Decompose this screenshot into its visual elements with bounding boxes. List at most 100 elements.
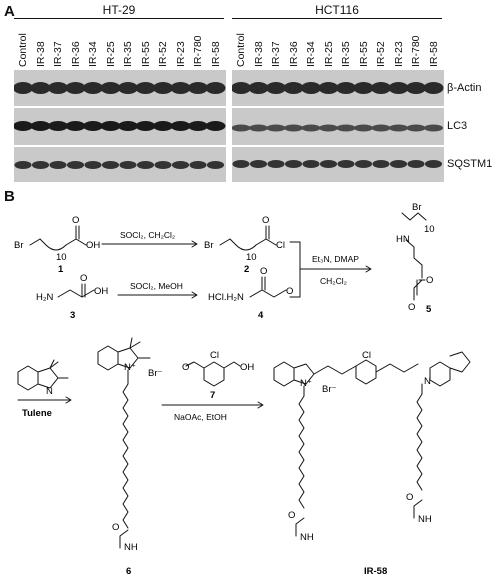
lane-label: IR-25 xyxy=(104,41,117,67)
blot-band xyxy=(135,82,156,94)
blot-band xyxy=(188,121,208,131)
atom-o-5b: O xyxy=(408,302,415,313)
row-label-sqstm1: SQSTM1 xyxy=(447,158,493,170)
atom-oh-3: OH xyxy=(94,286,108,297)
atom-nh-ir58-right: NH xyxy=(418,514,432,525)
lane-label: IR-23 xyxy=(174,41,187,67)
compound-label-3: 3 xyxy=(70,310,75,321)
panel-a-label: A xyxy=(4,3,15,20)
atom-o-ir58-left: O xyxy=(288,510,295,521)
subscript-10-2: 10 xyxy=(246,252,257,263)
reagent-3a: Et₃N, DMAP xyxy=(312,254,359,264)
blot-hct116-sqstm1 xyxy=(232,147,444,182)
blot-band xyxy=(353,82,374,94)
blot-band xyxy=(48,82,68,94)
lane-label: IR-58 xyxy=(427,41,440,67)
blot-band xyxy=(301,124,321,132)
group-line-hct116 xyxy=(232,18,442,19)
blot-band xyxy=(83,82,103,94)
lane-label: IR-25 xyxy=(322,41,335,67)
blot-band xyxy=(136,161,155,169)
blot-band xyxy=(188,82,208,94)
blot-hct116-lc3 xyxy=(231,108,444,145)
synthesis-scheme: Br 10 O OH 1 SOCl₂, CH₂Cl₂ Br 10 O Cl 2 … xyxy=(14,202,471,577)
group-line-ht29 xyxy=(14,18,224,19)
compound-label-4: 4 xyxy=(258,310,264,321)
blot-band xyxy=(119,161,137,169)
blot-band xyxy=(153,82,173,94)
blot-band xyxy=(406,82,426,94)
blot-band xyxy=(83,121,103,131)
blot-band xyxy=(118,82,138,94)
reagent-2: SOCl₂, MeOH xyxy=(130,281,183,291)
lane-label: IR-36 xyxy=(69,41,82,67)
blot-band xyxy=(205,82,226,94)
blot-band xyxy=(135,121,156,131)
blot-band xyxy=(100,82,121,94)
atom-cl-ir58: Cl xyxy=(362,350,371,361)
lane-label: IR-38 xyxy=(252,41,265,67)
atom-o-4b: O xyxy=(286,286,293,297)
blot-ht29-sqstm1 xyxy=(14,147,226,182)
atom-br-1: Br xyxy=(14,240,24,251)
blot-band xyxy=(13,121,33,131)
atom-n-6: N⁺ xyxy=(124,362,136,373)
row-label-actin: β-Actin xyxy=(447,82,482,94)
atom-cl-7: Cl xyxy=(210,350,219,361)
blot-band xyxy=(231,82,251,94)
blot-band xyxy=(424,124,443,132)
atom-br-5: Br xyxy=(412,202,422,213)
lane-label: IR-55 xyxy=(357,41,370,67)
blot-band xyxy=(337,160,355,168)
blot-band xyxy=(336,124,356,132)
blot-band xyxy=(14,161,32,169)
blot-band xyxy=(284,160,303,168)
atom-oh-7: OH xyxy=(240,362,254,373)
blot-band xyxy=(388,82,409,94)
atom-o-4: O xyxy=(260,266,267,277)
blot-ht29-lc3 xyxy=(13,108,226,145)
lane-label: IR-58 xyxy=(209,41,222,67)
blot-band xyxy=(13,82,33,94)
blot-band xyxy=(154,161,172,169)
atom-o-ir58-right: O xyxy=(406,492,413,503)
lane-label: IR-23 xyxy=(392,41,405,67)
lane-label: IR-52 xyxy=(375,41,387,67)
blot-band xyxy=(371,124,391,132)
blot-band xyxy=(406,124,426,132)
blot-band xyxy=(336,82,356,94)
group-title-hct116: HCT116 xyxy=(315,3,359,17)
blot-band xyxy=(249,160,268,168)
blot-band xyxy=(153,121,173,131)
blot-band xyxy=(354,124,373,132)
blot-band xyxy=(249,124,268,132)
blot-band xyxy=(371,82,391,94)
blot-band xyxy=(84,161,102,169)
blot-band xyxy=(118,121,138,131)
atom-nh-6: NH xyxy=(124,542,138,553)
blot-band xyxy=(101,161,120,169)
reagent-tulene: Tulene xyxy=(22,408,52,419)
lane-label: IR-34 xyxy=(305,41,317,67)
blot-band xyxy=(205,121,226,131)
lane-label: IR-38 xyxy=(34,41,47,67)
compound-label-7: 7 xyxy=(210,390,215,401)
blot-band xyxy=(48,121,68,131)
lane-label: IR-37 xyxy=(52,41,64,67)
blot-band xyxy=(66,161,85,169)
blot-band xyxy=(65,121,86,131)
atom-o-5: O xyxy=(426,275,433,286)
atom-n-ir58-left: N⁺ xyxy=(300,378,312,389)
blot-band xyxy=(49,161,67,169)
atom-cl-2: Cl xyxy=(276,240,285,251)
row-label-lc3: LC3 xyxy=(447,120,468,132)
blot-band xyxy=(31,161,50,169)
lane-label: IR-34 xyxy=(87,41,99,67)
blot-band xyxy=(302,160,320,168)
blot-band xyxy=(248,82,269,94)
panel-b-label: B xyxy=(4,188,15,205)
subscript-10-5: 10 xyxy=(424,224,435,235)
atom-oh-1: OH xyxy=(86,240,100,251)
atom-hn-5: HN xyxy=(396,234,410,245)
bond xyxy=(29,238,41,246)
